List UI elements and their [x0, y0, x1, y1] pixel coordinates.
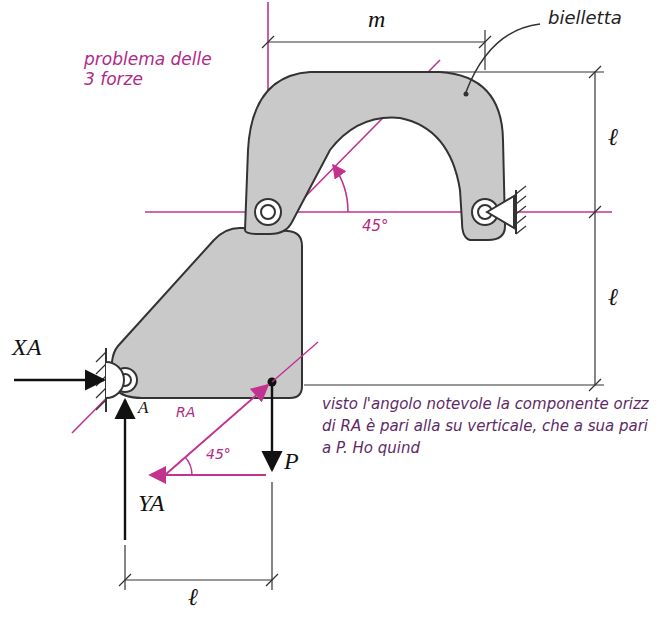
drawing-part: [268, 41, 485, 42]
drawing-part: [516, 196, 526, 204]
pins: [113, 199, 498, 392]
connecting-rod: [245, 72, 505, 240]
drawing-part: [119, 574, 131, 586]
drawing-part: [185, 457, 192, 475]
force-arrows: [14, 380, 272, 540]
drawing-part: [261, 205, 275, 219]
leader-line: [466, 24, 540, 92]
drawing-part: [487, 196, 514, 228]
hinge-support: [487, 186, 526, 234]
angle-label: 45°: [362, 218, 389, 235]
drawing-part: [589, 66, 601, 78]
drawing-part: [14, 379, 104, 381]
dimension-label: ℓ: [608, 284, 618, 312]
drawing-part: [96, 364, 106, 374]
drawing-part: [96, 400, 106, 410]
drawing-part: [272, 342, 318, 382]
drawing-part: [515, 190, 517, 234]
drawing-part: [125, 579, 272, 580]
drawing-part: [271, 482, 272, 590]
force-label: XA: [12, 334, 41, 362]
angle-label: 45°: [206, 446, 231, 462]
drawing-part: [516, 206, 526, 214]
lower-body: [111, 228, 302, 398]
dimension-label: ℓ: [608, 124, 618, 152]
drawing-part: [484, 30, 485, 70]
force-label: P: [284, 448, 299, 476]
drawing-part: [516, 216, 526, 224]
drawing-part: [589, 206, 601, 218]
drawing-part: [96, 388, 106, 398]
drawing-part: [150, 474, 266, 476]
drawing-part: [594, 72, 595, 385]
force-label: RA: [176, 404, 195, 420]
drawing-part: [430, 71, 604, 72]
drawing-part: [304, 384, 604, 385]
drawing-part: [262, 36, 274, 48]
drawing-part: [271, 382, 273, 470]
dimension-lines: [119, 30, 604, 590]
drawing-part: [96, 352, 106, 362]
force-label: YA: [138, 490, 164, 518]
leader-dot: [464, 92, 469, 97]
drawing-part: [124, 545, 125, 590]
handwritten-note: visto l'angolo notevole la componente or…: [322, 394, 660, 459]
drawing-part: [124, 400, 126, 540]
drawing-part: [516, 226, 526, 234]
drawing-part: [589, 379, 601, 391]
drawing-part: [106, 362, 124, 398]
drawing-part: [479, 36, 491, 48]
drawing-part: [516, 186, 526, 194]
heading-note: problema delle 3 forze: [84, 50, 214, 89]
drawing-part: [255, 199, 281, 225]
drawing-part: [165, 385, 268, 475]
drawing-part: [145, 211, 612, 213]
construction-lines: [72, 2, 612, 433]
reaction-construction: [150, 342, 318, 475]
part-name: bielletta: [548, 8, 622, 29]
dimension-label: m: [368, 6, 385, 34]
point-label: A: [138, 398, 148, 418]
angle-arc: [333, 165, 348, 212]
dimension-label: ℓ: [188, 584, 198, 612]
drawing-part: [266, 574, 278, 586]
